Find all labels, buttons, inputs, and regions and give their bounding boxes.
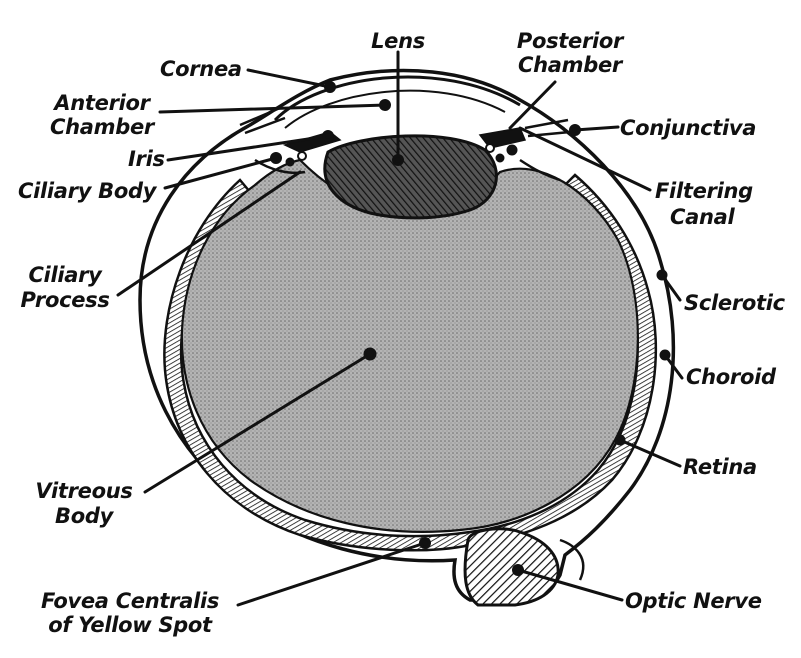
label-fovea-line2: of Yellow Spot	[48, 613, 212, 637]
label-ciliary-process-line2: Process	[20, 288, 110, 312]
label-ciliary-process-line1: Ciliary	[28, 263, 102, 287]
conjunctiva-folds	[239, 106, 571, 138]
leader-lines	[116, 50, 684, 607]
label-choroid: Choroid	[686, 365, 776, 389]
lens	[323, 134, 498, 220]
choroid-retina-band	[163, 173, 658, 552]
label-filtering-canal-line1: Filtering	[655, 179, 753, 203]
label-sclerotic: Sclerotic	[684, 291, 785, 315]
label-posterior-chamber-line2: Chamber	[518, 53, 622, 77]
label-optic-nerve: Optic Nerve	[625, 589, 762, 613]
label-vitreous-body-line1: Vitreous	[35, 479, 133, 503]
label-cornea: Cornea	[160, 57, 242, 81]
label-fovea-line1: Fovea Centralis	[40, 589, 220, 613]
label-posterior-chamber-line1: Posterior	[516, 29, 624, 53]
label-anterior-chamber-line2: Chamber	[50, 115, 154, 139]
label-filtering-canal-line2: Canal	[670, 205, 735, 229]
cornea	[273, 75, 521, 129]
label-conjunctiva: Conjunctiva	[620, 116, 757, 140]
optic-nerve	[463, 527, 585, 607]
label-anterior-chamber-line1: Anterior	[54, 91, 150, 115]
label-iris: Iris	[128, 147, 165, 171]
label-retina: Retina	[683, 455, 757, 479]
label-vitreous-body-line2: Body	[55, 504, 113, 528]
label-lens: Lens	[371, 29, 425, 53]
label-ciliary-body: Ciliary Body	[18, 179, 157, 203]
